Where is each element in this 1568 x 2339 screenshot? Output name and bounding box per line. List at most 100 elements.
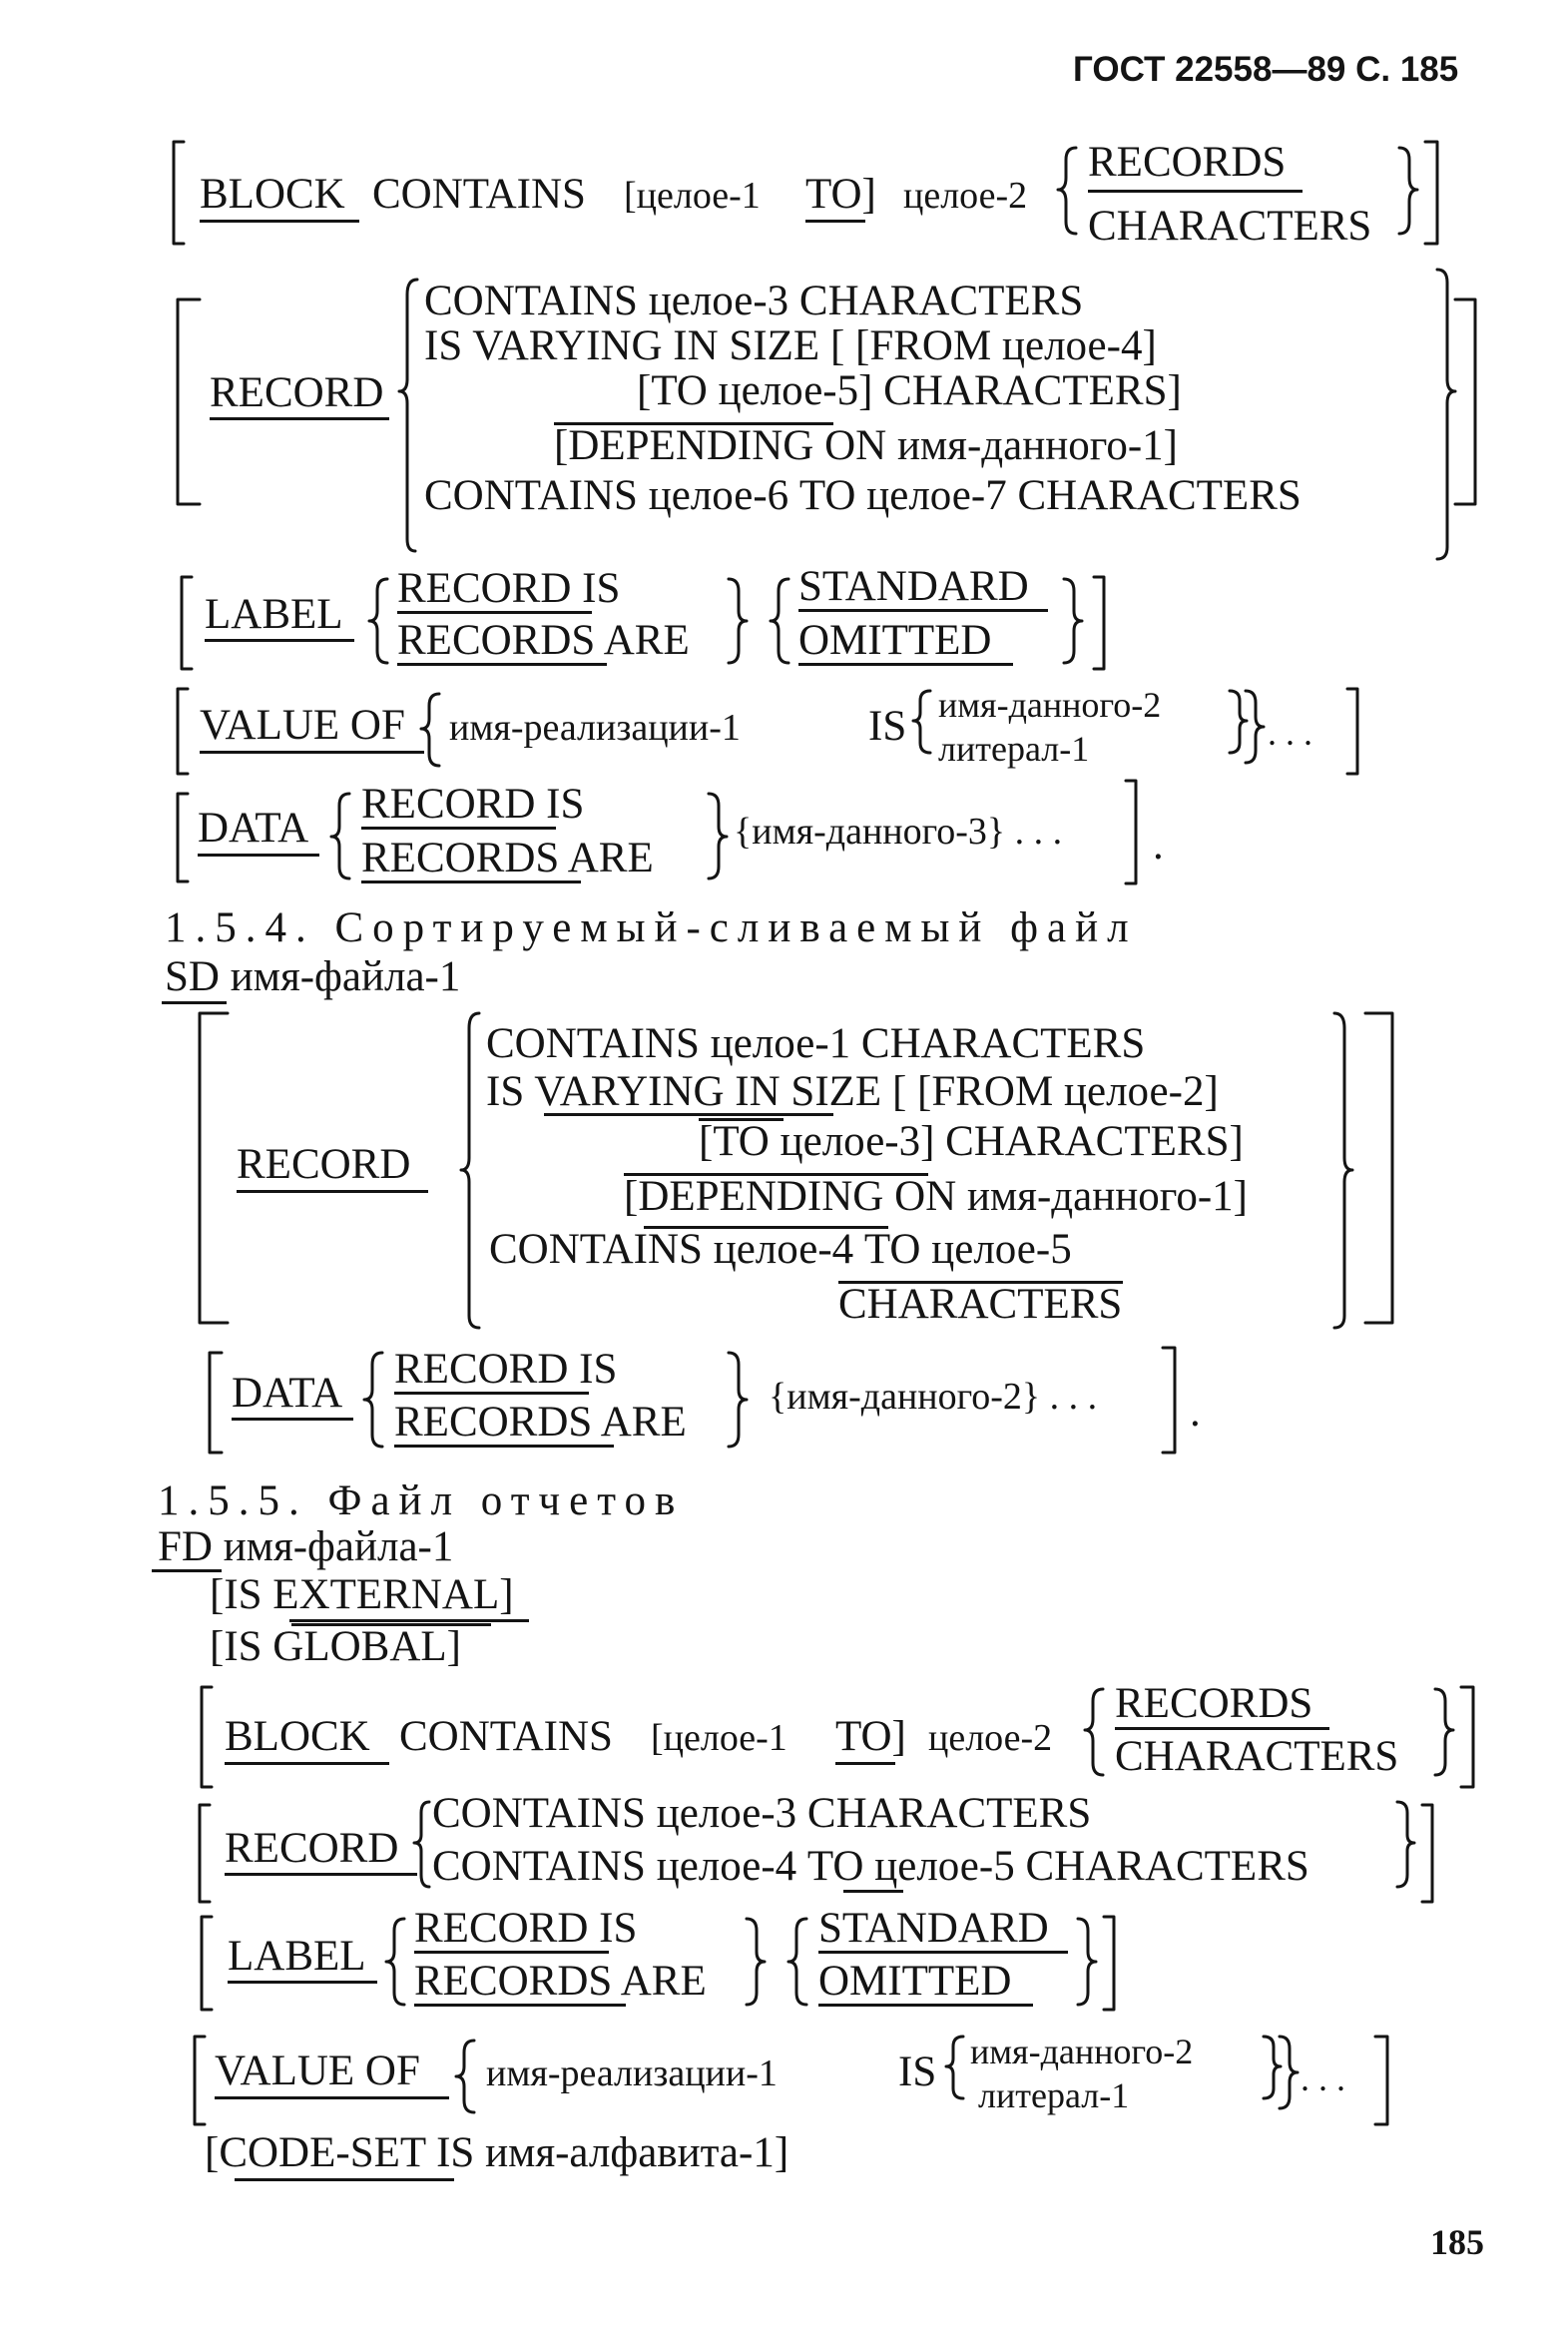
sd-record-left-brace <box>459 1011 481 1330</box>
label-brace-1-left <box>367 577 389 665</box>
sd-data-period: . <box>1190 1389 1201 1436</box>
standard-option: STANDARD <box>798 563 1029 610</box>
data-records-underline <box>361 880 581 883</box>
sd-data-brace-left <box>362 1351 384 1449</box>
characters-option: CHARACTERS <box>1088 203 1372 250</box>
sd-depending-overline <box>624 1173 928 1176</box>
fd-label-brace-2-right <box>1076 1917 1098 2007</box>
omitted-option: OMITTED <box>798 617 992 664</box>
fd-label-keyword: LABEL <box>228 1933 366 1980</box>
section-1-5-5-heading: 1.5.5. Файл отчетов <box>158 1477 685 1524</box>
fd-record-brace-right <box>1395 1800 1416 1889</box>
literal-1: литерал-1 <box>938 729 1090 769</box>
fd-value-of-underline <box>215 2096 449 2099</box>
value-ellipsis: . . . <box>1268 713 1312 753</box>
sd-record-option-2b: [TO целое-3] CHARACTERS] <box>699 1118 1244 1165</box>
fd-block-left-bracket <box>200 1685 214 1789</box>
block-keyword: BLOCK <box>200 171 345 218</box>
sd-data-brace-right <box>727 1351 749 1449</box>
fd-label-brace-1-right <box>745 1917 767 2007</box>
data-brace-left <box>329 792 351 880</box>
implementation-name: имя-реализации-1 <box>449 707 741 749</box>
record-left-bracket <box>176 297 202 506</box>
sd-data-underline <box>232 1418 353 1421</box>
label-brace-1-right <box>727 577 749 665</box>
fd-characters-option: CHARACTERS <box>1115 1733 1399 1780</box>
sd-data-records-underline <box>394 1445 614 1448</box>
fd-value-left-bracket <box>193 2035 207 2126</box>
to-keyword: TO] <box>805 171 876 218</box>
fd-record-underline <box>225 1873 417 1876</box>
block-underline <box>200 220 359 223</box>
label-keyword: LABEL <box>205 591 343 638</box>
is-word: IS <box>868 703 907 750</box>
fd-to-underline <box>835 1762 895 1765</box>
fd-block-underline <box>225 1762 389 1765</box>
data-underline <box>198 854 319 857</box>
sd-data-records-are: RECORDS ARE <box>394 1399 687 1446</box>
fd-block-keyword: BLOCK <box>225 1713 370 1760</box>
global-overline <box>291 1623 491 1626</box>
fd-contains-word: CONTAINS <box>399 1713 613 1760</box>
value-right-bracket <box>1345 687 1359 776</box>
record-option-1: CONTAINS целое-3 CHARACTERS <box>424 278 1084 324</box>
sd-record-option-1: CONTAINS целое-1 CHARACTERS <box>486 1020 1146 1067</box>
record-keyword: RECORD <box>210 369 384 416</box>
characters-overline <box>838 1281 1123 1284</box>
record-is: RECORD IS <box>397 565 621 612</box>
value-of-underline <box>200 751 424 754</box>
value-brace-right <box>1244 689 1266 765</box>
data-period: . <box>1153 822 1164 869</box>
fd-record-keyword: RECORD <box>225 1825 399 1872</box>
code-set-clause: [CODE-SET IS имя-алфавита-1] <box>205 2129 789 2176</box>
data-record-is: RECORD IS <box>361 781 585 828</box>
fd-label-underline <box>228 1981 377 1984</box>
fd-implementation-name: имя-реализации-1 <box>486 2052 778 2094</box>
sd-line: SD имя-файла-1 <box>165 953 461 1000</box>
page-number: 185 <box>1430 2222 1484 2262</box>
record-left-brace <box>397 278 419 553</box>
depending-overline <box>554 422 833 425</box>
label-left-bracket <box>180 575 194 671</box>
data-record-underline <box>361 827 556 830</box>
sd-underline <box>162 1001 227 1004</box>
sd-record-option-3b: CHARACTERS <box>838 1281 1123 1328</box>
fd-label-left-bracket <box>200 1915 214 2012</box>
fd-standard-underline <box>818 1951 1068 1954</box>
external-underline <box>289 1619 529 1622</box>
record-right-brace <box>1435 268 1457 561</box>
fd-value-of-keyword: VALUE OF <box>215 2047 420 2094</box>
fd-record-right-bracket <box>1420 1803 1434 1904</box>
to-underline <box>805 220 865 223</box>
fd-is-word: IS <box>898 2048 937 2095</box>
sd-record-option-2c: [DEPENDING ON имя-данного-1] <box>624 1173 1248 1220</box>
fd-standard-option: STANDARD <box>818 1905 1049 1952</box>
sd-data-record-underline <box>394 1392 589 1395</box>
label-brace-2-right <box>1062 577 1084 665</box>
fd-value-right-bracket <box>1373 2035 1389 2126</box>
fd-value-brace-left <box>454 2039 476 2114</box>
value-data-brace-left <box>911 689 932 755</box>
record-option-3: CONTAINS целое-6 TO целое-7 CHARACTERS <box>424 472 1302 519</box>
label-brace-2-left <box>769 577 790 665</box>
varying-underline <box>544 1113 833 1116</box>
record-option-2a: IS VARYING IN SIZE [ [FROM целое-4] <box>424 322 1157 369</box>
contains-overline <box>644 1226 888 1229</box>
fd-omitted-option: OMITTED <box>818 1958 1012 2005</box>
sd-data-left-bracket <box>208 1351 224 1455</box>
fd-record-left-bracket <box>198 1803 212 1904</box>
fd-line: FD имя-файла-1 <box>158 1523 454 1570</box>
fd-label-brace-1-left <box>384 1917 406 2007</box>
sd-data-record-is: RECORD IS <box>394 1346 618 1393</box>
is-external: [IS EXTERNAL] <box>210 1571 514 1618</box>
block-right-brace <box>1397 146 1419 236</box>
block-right-bracket <box>1423 140 1439 246</box>
fd-record-option-1: CONTAINS целое-3 CHARACTERS <box>432 1790 1092 1837</box>
records-are: RECORDS ARE <box>397 617 690 664</box>
is-global: [IS GLOBAL] <box>210 1623 461 1670</box>
running-head: ГОСТ 22558—89 С. 185 <box>1073 50 1459 89</box>
record-is-underline <box>397 611 592 614</box>
omitted-underline <box>798 663 1013 666</box>
fd-block-left-brace <box>1083 1687 1105 1777</box>
fd-record-brace-left <box>412 1800 431 1889</box>
